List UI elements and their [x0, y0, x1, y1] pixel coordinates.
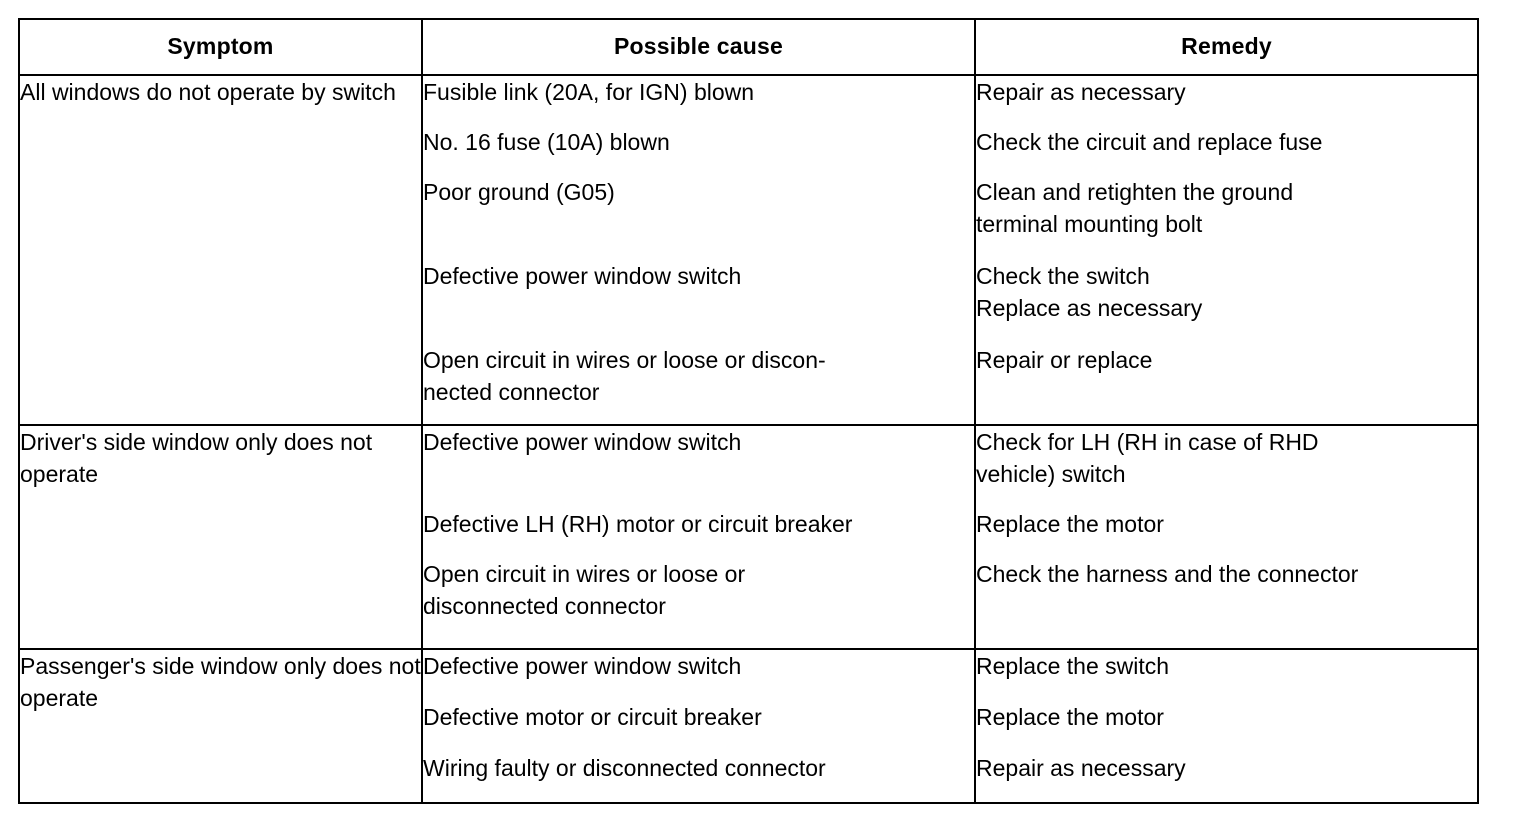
cause-entry: Poor ground (G05)	[423, 179, 615, 205]
table-header: Symptom Possible cause Remedy	[18, 18, 1479, 76]
symptom-cell: All windows do not operate by switch	[18, 74, 423, 426]
symptom-cell: Driver's side window only does not opera…	[18, 424, 423, 650]
cause-entry: Open circuit in wires or loose or discon…	[423, 561, 746, 619]
remedy-entry: Check the switch Replace as necessary	[976, 263, 1203, 321]
remedy-entry: Repair as necessary	[976, 755, 1186, 781]
table-row: All windows do not operate by switch Fusi…	[18, 74, 1479, 426]
header-row: Symptom Possible cause Remedy	[18, 18, 1479, 76]
remedy-entry: Check for LH (RH in case of RHD vehicle)…	[976, 429, 1319, 487]
remedy-entry: Replace the motor	[976, 704, 1164, 730]
cause-entry: Defective power window switch	[423, 653, 742, 679]
cause-entry: Defective LH (RH) motor or circuit break…	[423, 511, 853, 537]
cause-entry: Wiring faulty or disconnected connector	[423, 755, 826, 781]
remedy-entry: Repair or replace	[976, 347, 1153, 373]
symptom-text: Driver's side window only does not opera…	[20, 429, 373, 487]
table-row: Passenger's side window only does not op…	[18, 648, 1479, 804]
remedy-entry: Replace the motor	[976, 511, 1164, 537]
table-row: Driver's side window only does not opera…	[18, 424, 1479, 650]
remedy-entry: Check the circuit and replace fuse	[976, 129, 1323, 155]
troubleshooting-table: Symptom Possible cause Remedy All window…	[18, 18, 1479, 804]
remedy-entry: Clean and retighten the ground terminal …	[976, 179, 1294, 237]
symptom-text: All windows do not operate by switch	[20, 79, 396, 105]
table-body: All windows do not operate by switch Fusi…	[18, 74, 1479, 804]
symptom-text: Passenger's side window only does not op…	[20, 653, 421, 711]
symptom-cell: Passenger's side window only does not op…	[18, 648, 423, 804]
cause-entry: No. 16 fuse (10A) blown	[423, 129, 670, 155]
column-header-possible-cause: Possible cause	[421, 18, 976, 76]
cause-entry: Defective power window switch	[423, 263, 742, 289]
cause-entry: Open circuit in wires or loose or discon…	[423, 347, 826, 405]
column-header-symptom: Symptom	[18, 18, 423, 76]
remedy-cell: Check for LH (RH in case of RHD vehicle)…	[974, 424, 1479, 650]
remedy-entry: Repair as necessary	[976, 79, 1186, 105]
remedy-entry: Check the harness and the connector	[976, 561, 1359, 587]
cause-entry: Defective power window switch	[423, 429, 742, 455]
cause-entry: Defective motor or circuit breaker	[423, 704, 762, 730]
column-header-remedy: Remedy	[974, 18, 1479, 76]
cause-entry: Fusible link (20A, for IGN) blown	[423, 79, 755, 105]
remedy-entry: Replace the switch	[976, 653, 1170, 679]
